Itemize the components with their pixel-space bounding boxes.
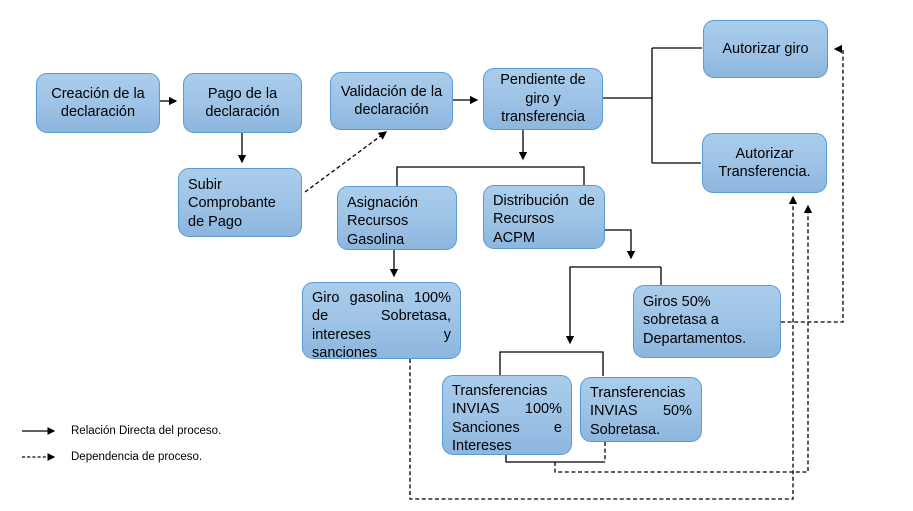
dashed-arrow-icon	[22, 453, 56, 461]
node-label: Validación de la declaración	[340, 83, 443, 118]
node-label: Transferencias INVIAS 100% Sanciones e I…	[452, 383, 562, 455]
edge-distribucion-right	[605, 229, 636, 260]
node-creacion-declaracion: Creación de la declaración	[36, 73, 160, 133]
node-label: Giro gasolina 100% de Sobretasa, interes…	[312, 290, 451, 362]
edge-split-giros	[565, 266, 661, 345]
node-giro-gasolina-100: Giro gasolina 100% de Sobretasa, interes…	[302, 282, 461, 362]
solid-arrow-icon	[22, 427, 56, 435]
node-label: Autorizar giro	[722, 40, 809, 57]
node-pago-declaracion: Pago de la declaración	[183, 73, 302, 133]
node-label: Subir Comprobante de Pago	[188, 177, 276, 230]
node-autorizar-transferencia: Autorizar Transferencia.	[702, 133, 827, 193]
node-label: Distribución de Recursos ACPM	[493, 193, 595, 246]
node-autorizar-giro: Autorizar giro	[703, 20, 828, 78]
legend-label: Relación Directa del proceso.	[71, 425, 222, 437]
edge-split-asignacion-distribucion	[396, 166, 585, 186]
node-label: Transferencias INVIAS 50% Sobretasa.	[590, 385, 692, 438]
node-label: Pendiente de giro y transferencia	[500, 72, 586, 126]
node-validacion-declaracion: Validación de la declaración	[330, 72, 453, 130]
node-asignacion-gasolina: Asignación Recursos Gasolina	[337, 186, 457, 250]
edge-split-transferencias	[499, 351, 604, 376]
node-distribucion-acpm: Distribución de Recursos ACPM	[483, 185, 605, 249]
node-subir-comprobante: Subir Comprobante de Pago	[178, 168, 302, 237]
legend-item-direct-relation: Relación Directa del proceso.	[20, 424, 221, 438]
node-label: Asignación Recursos Gasolina	[347, 195, 418, 248]
edge-transferencias-u	[505, 455, 605, 463]
dep-transferencias-autorizar	[554, 204, 813, 473]
node-pendiente-giro: Pendiente de giro y transferencia	[483, 68, 603, 130]
node-label: Pago de la declaración	[205, 85, 280, 120]
node-transferencias-invias-50: Transferencias INVIAS 50% Sobretasa.	[580, 377, 702, 442]
dep-girogasolina-autorizar	[409, 195, 798, 500]
node-label: Creación de la declaración	[51, 85, 145, 120]
node-label: Giros 50% sobretasa a Departamentos.	[643, 294, 747, 347]
node-transferencias-invias-100: Transferencias INVIAS 100% Sanciones e I…	[442, 375, 572, 455]
dep-giros50-autorizargiro	[781, 44, 844, 323]
node-label: Autorizar Transferencia.	[718, 145, 811, 180]
edge-pendiente-autorizar	[603, 47, 702, 164]
dep-subir-validacion	[304, 131, 388, 193]
legend-item-dependency: Dependencia de proceso.	[20, 450, 202, 464]
legend-label: Dependencia de proceso.	[71, 451, 203, 463]
node-giros-50-departamentos: Giros 50% sobretasa a Departamentos.	[633, 285, 781, 358]
